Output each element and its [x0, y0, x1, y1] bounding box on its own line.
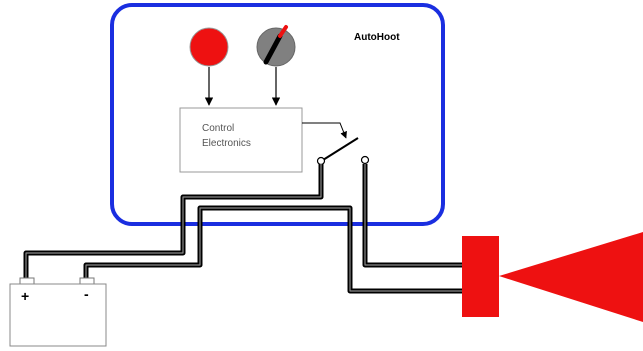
- red-indicator-icon: [189, 27, 229, 67]
- device-title: AutoHoot: [354, 32, 400, 43]
- switch-icon: [316, 137, 370, 166]
- relay-control-arrow: [302, 122, 347, 139]
- control-label-line2: Electronics: [202, 138, 251, 149]
- battery-minus-label: -: [84, 286, 89, 302]
- wires: [23, 164, 465, 294]
- battery-plus-label: +: [21, 288, 29, 304]
- device-enclosure: [110, 3, 445, 226]
- battery-icon: [9, 277, 107, 347]
- rotary-knob-icon[interactable]: [256, 25, 296, 67]
- horn-icon: [462, 232, 643, 322]
- control-electronics-box: [179, 107, 303, 173]
- control-label-line1: Control: [202, 123, 234, 134]
